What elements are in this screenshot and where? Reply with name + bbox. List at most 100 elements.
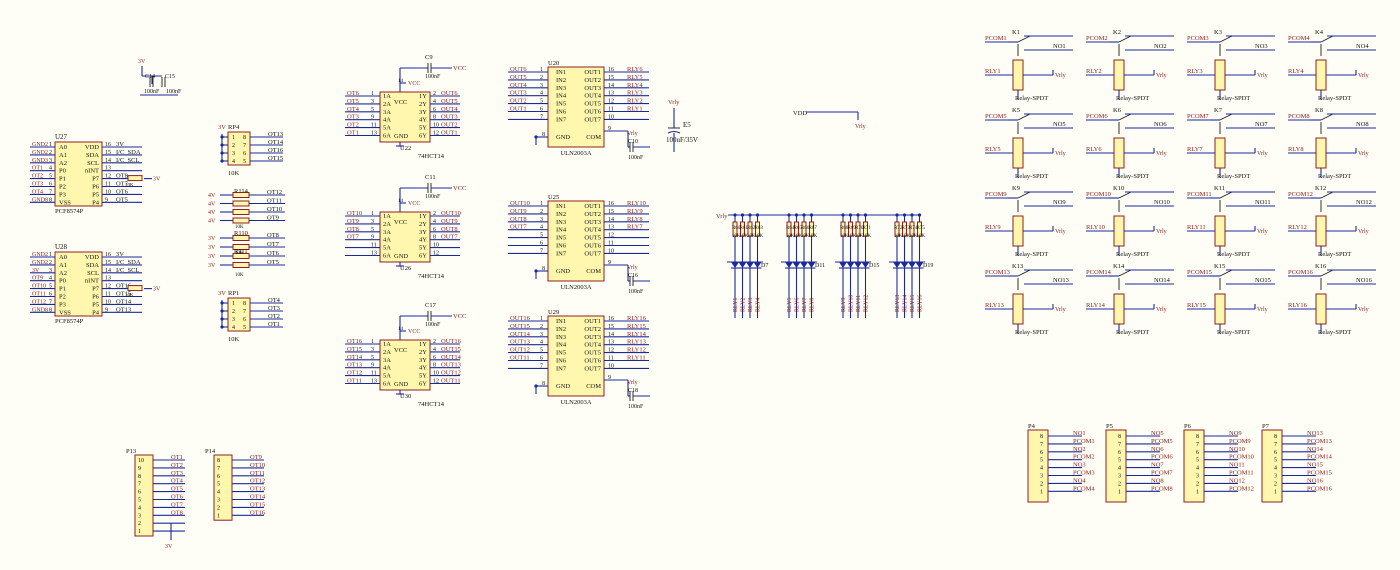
pin-name: 4A <box>383 237 391 244</box>
net-label: PCOM11 <box>1229 470 1254 477</box>
chip-part: 74HCT14 <box>418 153 445 160</box>
led <box>738 262 747 268</box>
net-label: OUT8 <box>510 216 527 223</box>
pin-num: 3 <box>1196 474 1199 480</box>
pin-name: IN5 <box>556 101 566 108</box>
pin-num: 2 <box>540 75 543 81</box>
pin-num: 8 <box>1274 434 1277 440</box>
chip-ref: U22 <box>400 145 411 152</box>
value: 100nF <box>425 322 441 328</box>
resistor <box>232 262 250 268</box>
relay-part: Relay-SPDT <box>1217 329 1250 336</box>
pin-num: 1 <box>371 211 374 217</box>
pin-name: GND <box>556 134 570 141</box>
relay-part: Relay-SPDT <box>1318 95 1351 102</box>
pin-num: 10 <box>608 363 614 369</box>
pin-name: OUT5 <box>584 235 601 242</box>
pin-num: 1 <box>138 529 141 535</box>
pin-num: 11 <box>371 123 377 129</box>
pin-num: 6 <box>243 151 246 157</box>
net-label: OT9 <box>267 215 279 222</box>
pin-num: 1 <box>49 252 52 258</box>
value: 10K <box>228 170 240 177</box>
pin-name: OUT5 <box>584 350 601 357</box>
pin-num: 1 <box>1040 489 1043 495</box>
net-label: PCOM4 <box>1288 35 1310 42</box>
pin-num: 14 <box>608 83 614 89</box>
net-label: NO9 <box>1053 199 1066 206</box>
relay-contact <box>1219 191 1233 199</box>
pin-num: 1 <box>1274 489 1277 495</box>
net-label: RLY7 <box>1187 146 1203 153</box>
pin-num: 9 <box>371 363 374 369</box>
ref: R69 <box>848 226 857 231</box>
net-label: OT10 <box>32 284 46 290</box>
value: 10K <box>894 234 903 239</box>
pcf8574-body <box>54 141 103 207</box>
ref: R67 <box>809 226 818 231</box>
pin-num: 4 <box>49 276 52 282</box>
relay-ref: K2 <box>1113 29 1121 36</box>
pin-name: 4Y <box>419 365 427 372</box>
pin-name: OUT7 <box>584 116 601 123</box>
net-label: RLY3 <box>748 298 754 312</box>
pin-num: 5 <box>49 284 52 290</box>
pin-num: 14 <box>105 268 111 274</box>
pin-num: 6 <box>433 355 436 361</box>
pin-name: OUT6 <box>584 358 601 365</box>
relay-part: Relay-SPDT <box>1217 95 1250 102</box>
relay-ref: K6 <box>1113 107 1122 114</box>
pin-num: 6 <box>49 292 52 298</box>
chip-ref: U25 <box>548 194 559 201</box>
pin-num: 3 <box>371 219 374 225</box>
relay-part: Relay-SPDT <box>1318 329 1351 336</box>
pin-name: OUT4 <box>584 93 601 100</box>
net-label: RLY14 <box>903 295 909 312</box>
pin-num: 8 <box>243 301 246 307</box>
pin-num: 6 <box>1118 450 1121 456</box>
led <box>785 262 793 268</box>
pin-num: 7 <box>540 248 543 254</box>
net-label: OT9 <box>250 454 262 461</box>
pin-num: 2 <box>433 339 436 345</box>
chip-part: ULN2003A <box>560 284 591 291</box>
net-label: 3V <box>208 263 216 269</box>
relay-contact <box>1320 191 1334 199</box>
value: 10K <box>909 234 918 239</box>
net-label: OT4 <box>171 478 184 485</box>
relay-ref: K10 <box>1113 185 1124 192</box>
value: 10K <box>794 234 803 239</box>
net-label: OUT1 <box>441 130 458 137</box>
pin-num: 4 <box>1274 466 1277 472</box>
header-ref: P4 <box>1028 423 1036 430</box>
pin-num: 14 <box>105 158 111 164</box>
net-label: OUT11 <box>510 355 530 362</box>
relay-coil <box>1113 137 1125 169</box>
relay-ref: K7 <box>1214 107 1223 114</box>
net-label: OT3 <box>32 182 43 188</box>
pin-num: 15 <box>608 75 614 81</box>
net-label: OUT2 <box>441 122 458 129</box>
net-label: GND2 <box>32 142 48 148</box>
net-label: RLY14 <box>627 331 647 338</box>
net-label: RLY15 <box>627 323 646 330</box>
pin-name: P3 <box>59 191 66 198</box>
net-label: OT13 <box>250 486 265 493</box>
net-label: VCC <box>408 329 420 335</box>
pin-num: 4 <box>433 219 436 225</box>
net-label: OT3 <box>268 305 280 312</box>
resistor <box>232 235 250 241</box>
net-label: OT7 <box>267 241 280 248</box>
pin-name: A0 <box>59 254 67 261</box>
net-label: OT5 <box>171 486 183 493</box>
net-label: OT2 <box>32 174 43 180</box>
pin-num: 13 <box>105 276 111 282</box>
net-label: NO16 <box>1307 477 1324 484</box>
pin-num: 7 <box>1196 442 1199 448</box>
pin-name: 5A <box>383 373 391 380</box>
pin-num: 4 <box>49 166 52 172</box>
pin-name: P1 <box>59 286 66 293</box>
pin-num: 13 <box>608 225 614 231</box>
chip-part: PCF8574P <box>55 318 84 325</box>
net-label: Vrly <box>1358 151 1369 157</box>
